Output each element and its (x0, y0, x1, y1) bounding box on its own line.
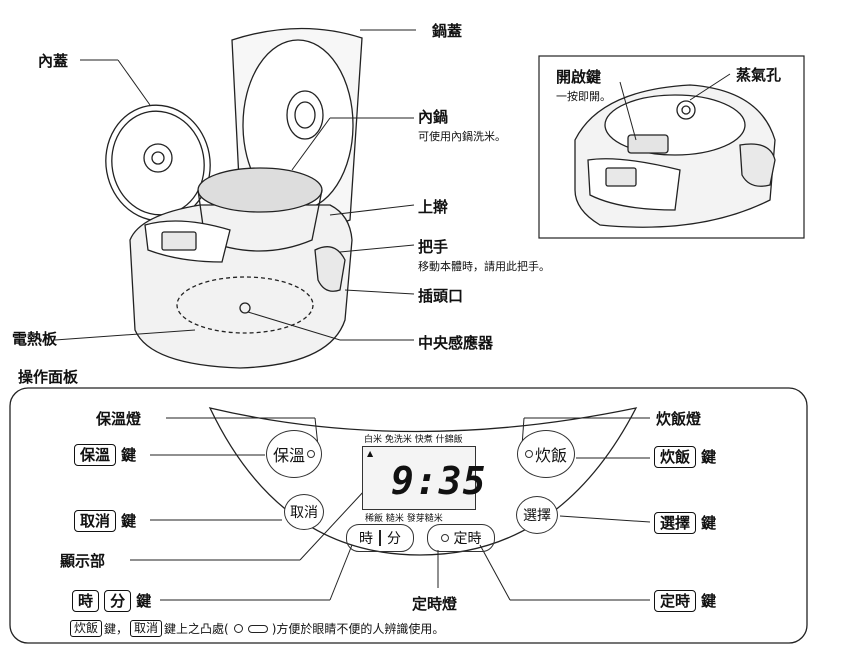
label-display: 顯示部 (60, 552, 106, 570)
label-open-key-note: 一按即開。 (556, 90, 611, 103)
timer-button-label: 定時 (453, 531, 482, 547)
note-cancel-key: 取消 (130, 620, 163, 637)
label-inner-lid: 內蓋 (38, 52, 69, 70)
label-heating-plate: 電熱板 (12, 330, 58, 348)
label-plug-port: 插頭口 (418, 287, 464, 305)
note-end: )方便於眼睛不便的人辨識使用。 (271, 622, 445, 636)
keep-warm-button[interactable]: 保溫 (266, 430, 322, 478)
label-inner-pot: 內鍋 (418, 108, 449, 126)
label-center-sensor: 中央感應器 (418, 334, 494, 352)
cook-button[interactable]: 炊飯 (517, 430, 575, 478)
bump-dot-icon (233, 624, 243, 633)
lcd-indicator-icon: ▲ (367, 449, 374, 458)
label-open-key: 開啟鍵 (556, 68, 602, 86)
keep-warm-lamp-icon (307, 450, 315, 458)
bump-bar-icon (247, 624, 268, 633)
minute-button-label: 分 (387, 531, 401, 547)
panel-title: 操作面板 (18, 368, 79, 386)
label-cook-key: 炊飯 鍵 (654, 446, 716, 468)
lcd-time: 9:35 (391, 459, 487, 503)
label-keep-warm-key: 保溫 鍵 (74, 444, 136, 466)
panel-note: 炊飯 鍵， 取消 鍵上之凸處( )方便於眼睛不便的人辨識使用。 (70, 620, 444, 637)
label-cancel-key: 取消 鍵 (74, 510, 136, 532)
hour-minute-divider (379, 530, 381, 546)
timer-lamp-icon (440, 534, 449, 542)
hour-button-label: 時 (359, 531, 373, 547)
select-button-label: 選擇 (523, 508, 551, 524)
cancel-button[interactable]: 取消 (284, 494, 324, 530)
hour-minute-button[interactable]: 時 分 (346, 524, 414, 552)
lcd-menu-bottom: 稀飯 糙米 發芽糙米 (365, 514, 443, 524)
label-timer-key: 定時 鍵 (654, 590, 716, 612)
lcd-menu-top: 白米 免洗米 快煮 什錦飯 (364, 435, 463, 445)
label-cook-lamp: 炊飯燈 (656, 410, 702, 428)
label-handle: 把手 (418, 238, 449, 256)
label-select-key: 選擇 鍵 (654, 512, 716, 534)
label-lid: 鍋蓋 (432, 22, 463, 40)
cook-button-label: 炊飯 (534, 446, 567, 465)
label-keep-warm-lamp: 保溫燈 (96, 410, 142, 428)
label-handle-note: 移動本體時，請用此把手。 (418, 260, 550, 273)
cook-lamp-icon (524, 450, 533, 458)
timer-button[interactable]: 定時 (427, 524, 495, 552)
cancel-button-label: 取消 (290, 505, 318, 521)
select-button[interactable]: 選擇 (516, 496, 558, 534)
lcd-display: 白米 免洗米 快煮 什錦飯 ▲ 9:35 稀飯 糙米 發芽糙米 (362, 435, 486, 524)
label-upper-frame: 上擀 (418, 198, 449, 216)
label-timer-lamp: 定時燈 (412, 595, 458, 613)
note-cook-key: 炊飯 (70, 620, 103, 637)
note-comma: 鍵， (104, 622, 129, 636)
label-inner-pot-note: 可使用內鍋洗米。 (418, 130, 506, 143)
label-hour-minute-key: 時 分 鍵 (72, 590, 151, 612)
keep-warm-button-label: 保溫 (272, 446, 305, 465)
label-steam-vent: 蒸氣孔 (736, 66, 782, 84)
note-suffix: 鍵上之凸處( (164, 622, 229, 636)
